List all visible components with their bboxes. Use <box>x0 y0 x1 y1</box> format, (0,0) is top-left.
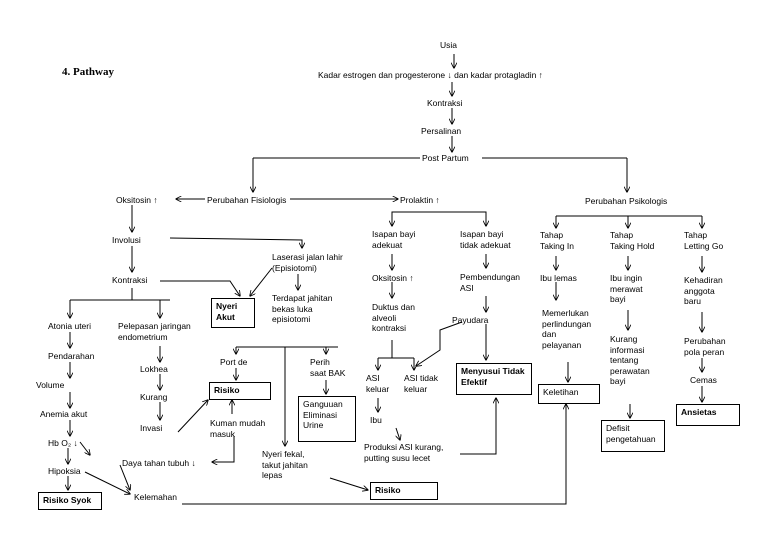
node-duktus: Duktus dan alveoli kontraksi <box>372 302 415 333</box>
edge-hipoksia-kelemahan <box>84 471 130 494</box>
node-atonia: Atonia uteri <box>48 321 91 331</box>
edge-laserasi-nyeri <box>250 267 273 296</box>
node-usia: Usia <box>440 40 458 50</box>
node-volume: Volume <box>36 380 65 390</box>
node-oksitosin2: Oksitosin ↑ <box>372 273 414 283</box>
node-perubahan-psikologis: Perubahan Psikologis <box>585 196 668 206</box>
node-perih: Perih saat BAK <box>310 357 346 378</box>
node-menyusui: Menyusui Tidak Efektif <box>456 363 532 395</box>
node-asi-tidak: ASI tidak keluar <box>404 373 439 394</box>
node-isapan-tidak: Isapan bayi tidak adekuat <box>460 229 511 250</box>
edge-nyeri-fekal-risiko <box>329 477 368 490</box>
edge-kuman-daya <box>212 436 235 462</box>
node-produksi: Produksi ASI kurang, putting susu lecet <box>364 442 444 463</box>
node-perubahan-fisiologis: Perubahan Fisiologis <box>207 195 287 205</box>
node-involusi: Involusi <box>112 235 141 245</box>
edge-invasi-risiko <box>177 400 208 433</box>
node-kurang-info: Kurang informasi tentang perawatan bayi <box>610 334 650 386</box>
node-port-de: Port de <box>220 357 248 367</box>
node-ibu-lemas: Ibu lemas <box>540 273 577 283</box>
node-ansietas: Ansietas <box>676 404 740 426</box>
edge-involusi-laserasi <box>169 237 302 248</box>
node-kuman: Kuman mudah masuk <box>210 418 266 439</box>
node-gangguan: Ganguuan Eliminasi Urine <box>298 396 356 442</box>
node-anemia: Anemia akut <box>40 409 88 419</box>
edge-kelemahan-keletihan <box>182 404 566 505</box>
node-oksitosin: Oksitosin ↑ <box>116 195 158 205</box>
node-risiko-syok: Risiko Syok <box>38 492 102 510</box>
node-ibu: Ibu <box>370 415 382 425</box>
node-cemas: Cemas <box>690 375 717 385</box>
node-taking-in: Tahap Taking In <box>540 230 575 251</box>
node-kontraksi-top: Kontraksi <box>427 98 463 108</box>
node-nyeri-akut: Nyeri Akut <box>211 298 255 328</box>
edge-prolaktin-split <box>391 211 487 218</box>
node-letting-go: Tahap Letting Go <box>684 230 724 251</box>
node-kehadiran: Kehadiran anggota baru <box>684 275 723 306</box>
node-invasi: Invasi <box>140 423 163 433</box>
node-nyeri-fekal: Nyeri fekal, takut jahitan lepas <box>262 449 308 480</box>
node-daya-tahan: Daya tahan tubuh ↓ <box>122 458 196 468</box>
node-post-partum: Post Partum <box>422 153 469 163</box>
node-isapan-adekuat: Isapan bayi adekuat <box>372 229 416 250</box>
node-ibu-ingin: Ibu ingin merawat bayi <box>610 273 643 304</box>
node-memerlukan: Memerlukan perlindungan dan pelayanan <box>542 308 592 350</box>
node-prolaktin: Prolaktin ↑ <box>400 195 440 205</box>
node-perubahan-pola: Perubahan pola peran <box>684 336 726 357</box>
node-kurang: Kurang <box>140 392 168 402</box>
node-risiko-mid: Risiko <box>209 382 271 400</box>
node-pelepasan: Pelepasan jaringan endometrium <box>118 321 191 342</box>
node-taking-hold: Tahap Taking Hold <box>610 230 655 251</box>
node-kontraksi-left: Kontraksi <box>112 275 148 285</box>
node-laserasi: Laserasi jalan lahir (Episiotomi) <box>272 252 343 273</box>
node-lokhea: Lokhea <box>140 364 168 374</box>
edge-duktus-split <box>378 340 414 359</box>
node-payudara: Payudara <box>452 315 489 325</box>
section-heading: 4. Pathway <box>62 66 114 78</box>
node-pendarahan: Pendarahan <box>48 351 95 361</box>
node-terdapat-jahitan: Terdapat jahitan bekas luka episiotomi <box>272 293 333 324</box>
edge-ibu-produksi <box>396 427 400 440</box>
node-hbo2: Hb O₂ ↓ <box>48 438 78 448</box>
node-kadar: Kadar estrogen dan progesterone ↓ dan ka… <box>318 70 543 80</box>
edge-produksi-menyusui <box>460 398 496 455</box>
edge-kontraksi-split <box>70 288 170 301</box>
edge-hbo2-daya <box>79 441 90 455</box>
edge-kontraksi-nyeri <box>160 280 240 296</box>
node-kelemahan: Kelemahan <box>134 492 178 502</box>
edge-payudara-asi-tidak <box>416 321 463 366</box>
node-hipoksia: Hipoksia <box>48 466 81 476</box>
node-persalinan: Persalinan <box>421 126 462 136</box>
node-risiko-bottom: Risiko <box>370 482 438 500</box>
node-keletihan: Keletihan <box>538 384 600 404</box>
node-asi-keluar: ASI keluar <box>366 373 390 394</box>
edge-daya-kelemahan <box>119 464 130 490</box>
node-pembendungan: Pembendungan ASI <box>460 272 521 293</box>
node-defisit: Defisit pengetahuan <box>601 420 665 452</box>
